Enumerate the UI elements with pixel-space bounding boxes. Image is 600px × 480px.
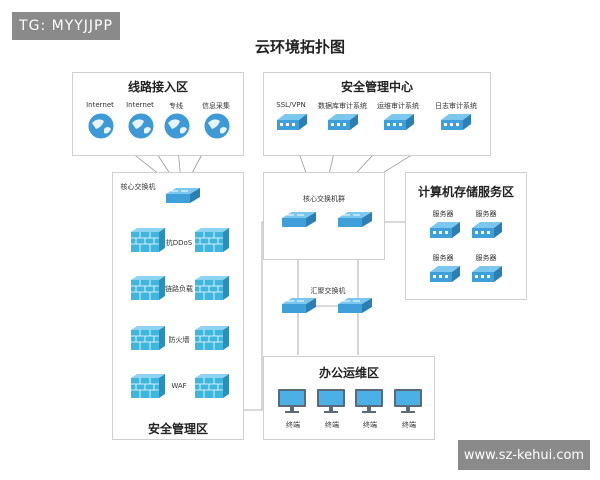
storage-label-3: 服务器: [432, 254, 454, 262]
appliance-icon: [384, 114, 414, 130]
access-label-4: 信息采集: [202, 102, 230, 110]
firewall-icon: [131, 326, 165, 350]
server-icon: [472, 222, 502, 238]
server-icon: [430, 222, 460, 238]
core-switch-icon: [166, 188, 200, 203]
firewall-icon: [195, 228, 229, 252]
watermark-top: TG: MYYJJPP: [12, 12, 120, 40]
secctr-label-4: 日志审计系统: [435, 102, 477, 110]
secctr-label-1: SSL/VPN: [276, 101, 306, 109]
storage-label-2: 服务器: [475, 210, 497, 218]
watermark-bottom: www.sz-kehui.com: [458, 440, 590, 470]
zone-security-mgmt-title: 安全管理区: [147, 422, 208, 436]
switch-icon: [338, 212, 372, 227]
secmgmt-label-1: 抗DDoS: [165, 239, 193, 247]
appliance-icon: [328, 114, 358, 130]
zone-security-mgmt: [112, 172, 244, 440]
agg-switch-label: 汇聚交换机: [310, 287, 346, 295]
switch-icon: [338, 298, 372, 313]
diagram-title: 云环境拓扑图: [254, 38, 345, 56]
storage-label-1: 服务器: [432, 210, 454, 218]
office-label-4: 终端: [402, 421, 416, 429]
zone-line-access-title: 线路接入区: [127, 80, 188, 94]
firewall-icon: [131, 374, 165, 398]
globe-icon: [87, 112, 115, 140]
secmgmt-label-4: WAF: [171, 382, 187, 390]
core-switch-label: 核心交换机: [120, 183, 156, 191]
zone-office-title: 办公运维区: [318, 366, 379, 380]
zone-security-center-title: 安全管理中心: [340, 80, 413, 94]
globe-icon: [163, 112, 191, 140]
access-label-1: Internet: [86, 101, 114, 109]
office-label-2: 终端: [325, 421, 339, 429]
access-label-2: Internet: [126, 101, 154, 109]
secctr-label-2: 数据库审计系统: [318, 102, 367, 110]
zone-storage-title: 计算机存储服务区: [417, 185, 514, 199]
secctr-label-3: 运维审计系统: [377, 102, 419, 110]
monitor-icon: [317, 389, 345, 413]
firewall-icon: [195, 276, 229, 300]
appliance-icon: [277, 114, 307, 130]
secmgmt-label-2: 链路负载: [165, 285, 193, 293]
globe-icon: [203, 112, 231, 140]
office-label-3: 终端: [363, 421, 377, 429]
monitor-icon: [355, 389, 383, 413]
server-icon: [430, 266, 460, 282]
zone-storage: [405, 172, 527, 300]
firewall-icon: [195, 374, 229, 398]
monitor-icon: [394, 389, 422, 413]
storage-label-4: 服务器: [475, 254, 497, 262]
monitor-icon: [278, 389, 306, 413]
access-label-3: 专线: [169, 102, 183, 110]
appliance-icon: [441, 114, 471, 130]
switch-icon: [282, 212, 316, 227]
zone-core-group: [263, 172, 385, 260]
secmgmt-label-3: 防火墙: [168, 336, 190, 344]
server-icon: [472, 266, 502, 282]
firewall-icon: [195, 326, 229, 350]
globe-icon: [127, 112, 155, 140]
firewall-icon: [131, 228, 165, 252]
office-label-1: 终端: [286, 421, 300, 429]
switch-icon: [282, 298, 316, 313]
firewall-icon: [131, 276, 165, 300]
core-group-label: 核心交换机群: [303, 195, 345, 203]
